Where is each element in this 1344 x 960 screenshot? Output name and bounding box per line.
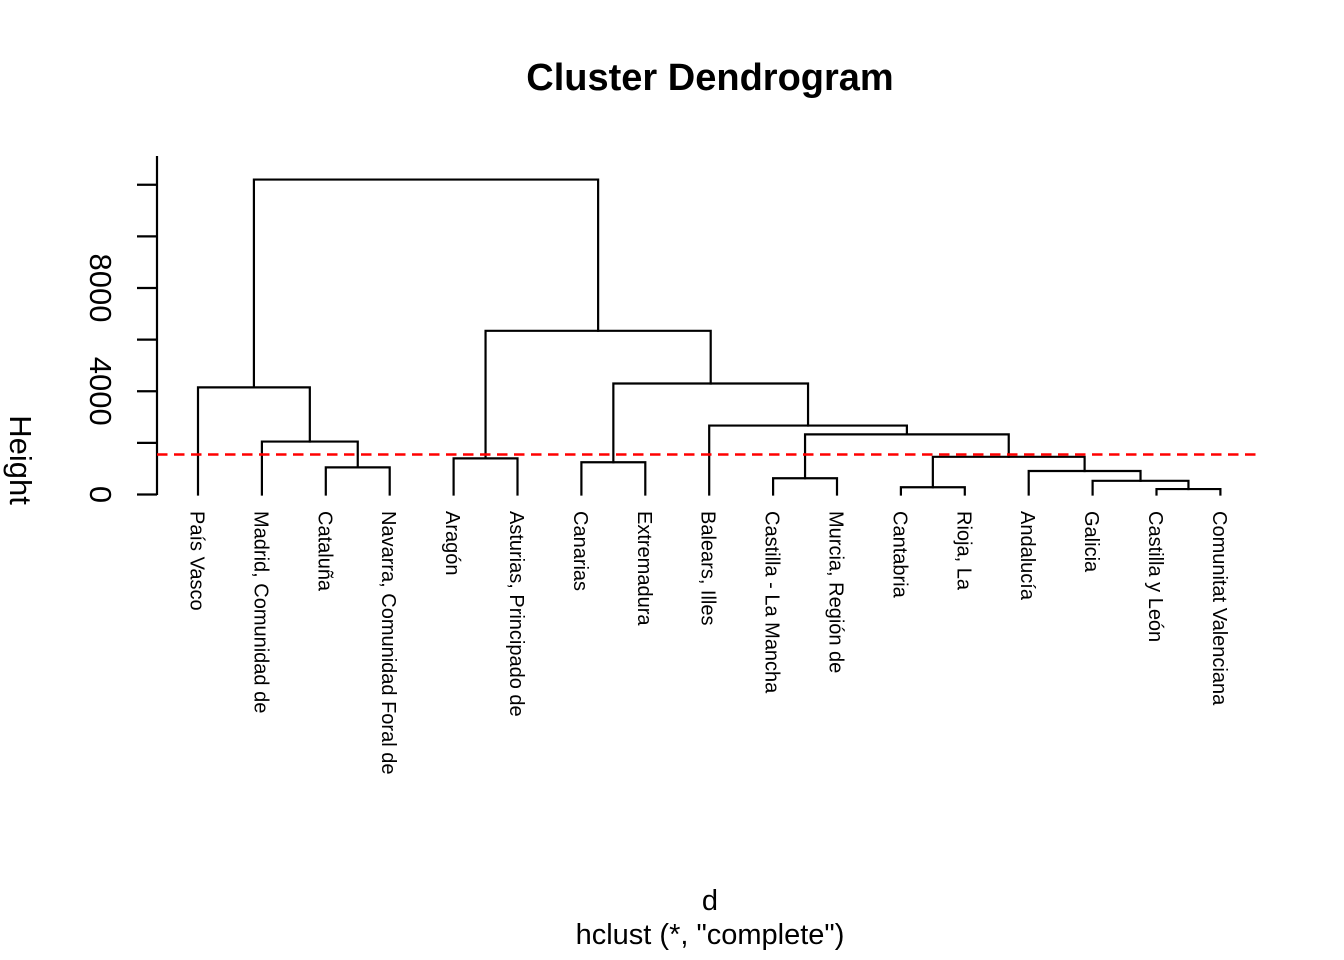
plot-title: Cluster Dendrogram bbox=[526, 57, 893, 99]
leaf-label: Castilla - La Mancha bbox=[761, 511, 783, 694]
y-axis: 0 4000 8000 bbox=[83, 156, 159, 503]
y-axis-label: Height bbox=[3, 415, 38, 505]
merge-M3 bbox=[452, 457, 519, 496]
leaf-label: Cantabria bbox=[888, 511, 910, 599]
leaf-label: Cataluña bbox=[313, 511, 335, 592]
y-axis-tick-label: 4000 bbox=[83, 357, 118, 426]
y-axis-tick-label: 8000 bbox=[83, 253, 118, 322]
merge-M12 bbox=[708, 424, 908, 496]
leaf-label: Aragón bbox=[441, 511, 463, 576]
dendrogram-tree bbox=[196, 178, 1222, 496]
leaf-label: Navarra, Comunidad Foral de bbox=[377, 511, 399, 774]
leaf-label: Canarias bbox=[569, 511, 591, 591]
leaf-label: Andalucía bbox=[1016, 511, 1038, 601]
merge-M13 bbox=[612, 382, 810, 464]
merge-M15 bbox=[252, 178, 600, 389]
leaf-label: Extremadura bbox=[633, 511, 655, 626]
caption-distance: d bbox=[702, 885, 718, 917]
merge-M8 bbox=[1091, 479, 1190, 496]
leaf-label: Asturias, Principado de bbox=[505, 511, 527, 717]
merge-M4 bbox=[580, 461, 647, 496]
leaf-labels: País Vasco Madrid, Comunidad de Cataluña Na… bbox=[186, 511, 1230, 774]
leaf-label: Balears, Illes bbox=[697, 511, 719, 626]
leaf-label: Rioja, La bbox=[952, 511, 974, 591]
leaf-label: Castilla y León bbox=[1144, 511, 1166, 642]
leaf-label: Galicia bbox=[1080, 511, 1102, 573]
leaf-label: Murcia, Región de bbox=[825, 511, 847, 673]
merge-M9 bbox=[1027, 469, 1142, 496]
y-axis-tick-label: 0 bbox=[83, 486, 118, 503]
leaf-label: País Vasco bbox=[186, 511, 208, 611]
merge-M0 bbox=[324, 466, 391, 496]
caption-method: hclust (*, "complete") bbox=[576, 919, 845, 951]
leaf-label: Madrid, Comunidad de bbox=[249, 511, 271, 713]
merge-M5 bbox=[772, 477, 839, 496]
merge-M14 bbox=[484, 329, 712, 460]
leaf-label: Comunitat Valenciana bbox=[1208, 511, 1230, 706]
